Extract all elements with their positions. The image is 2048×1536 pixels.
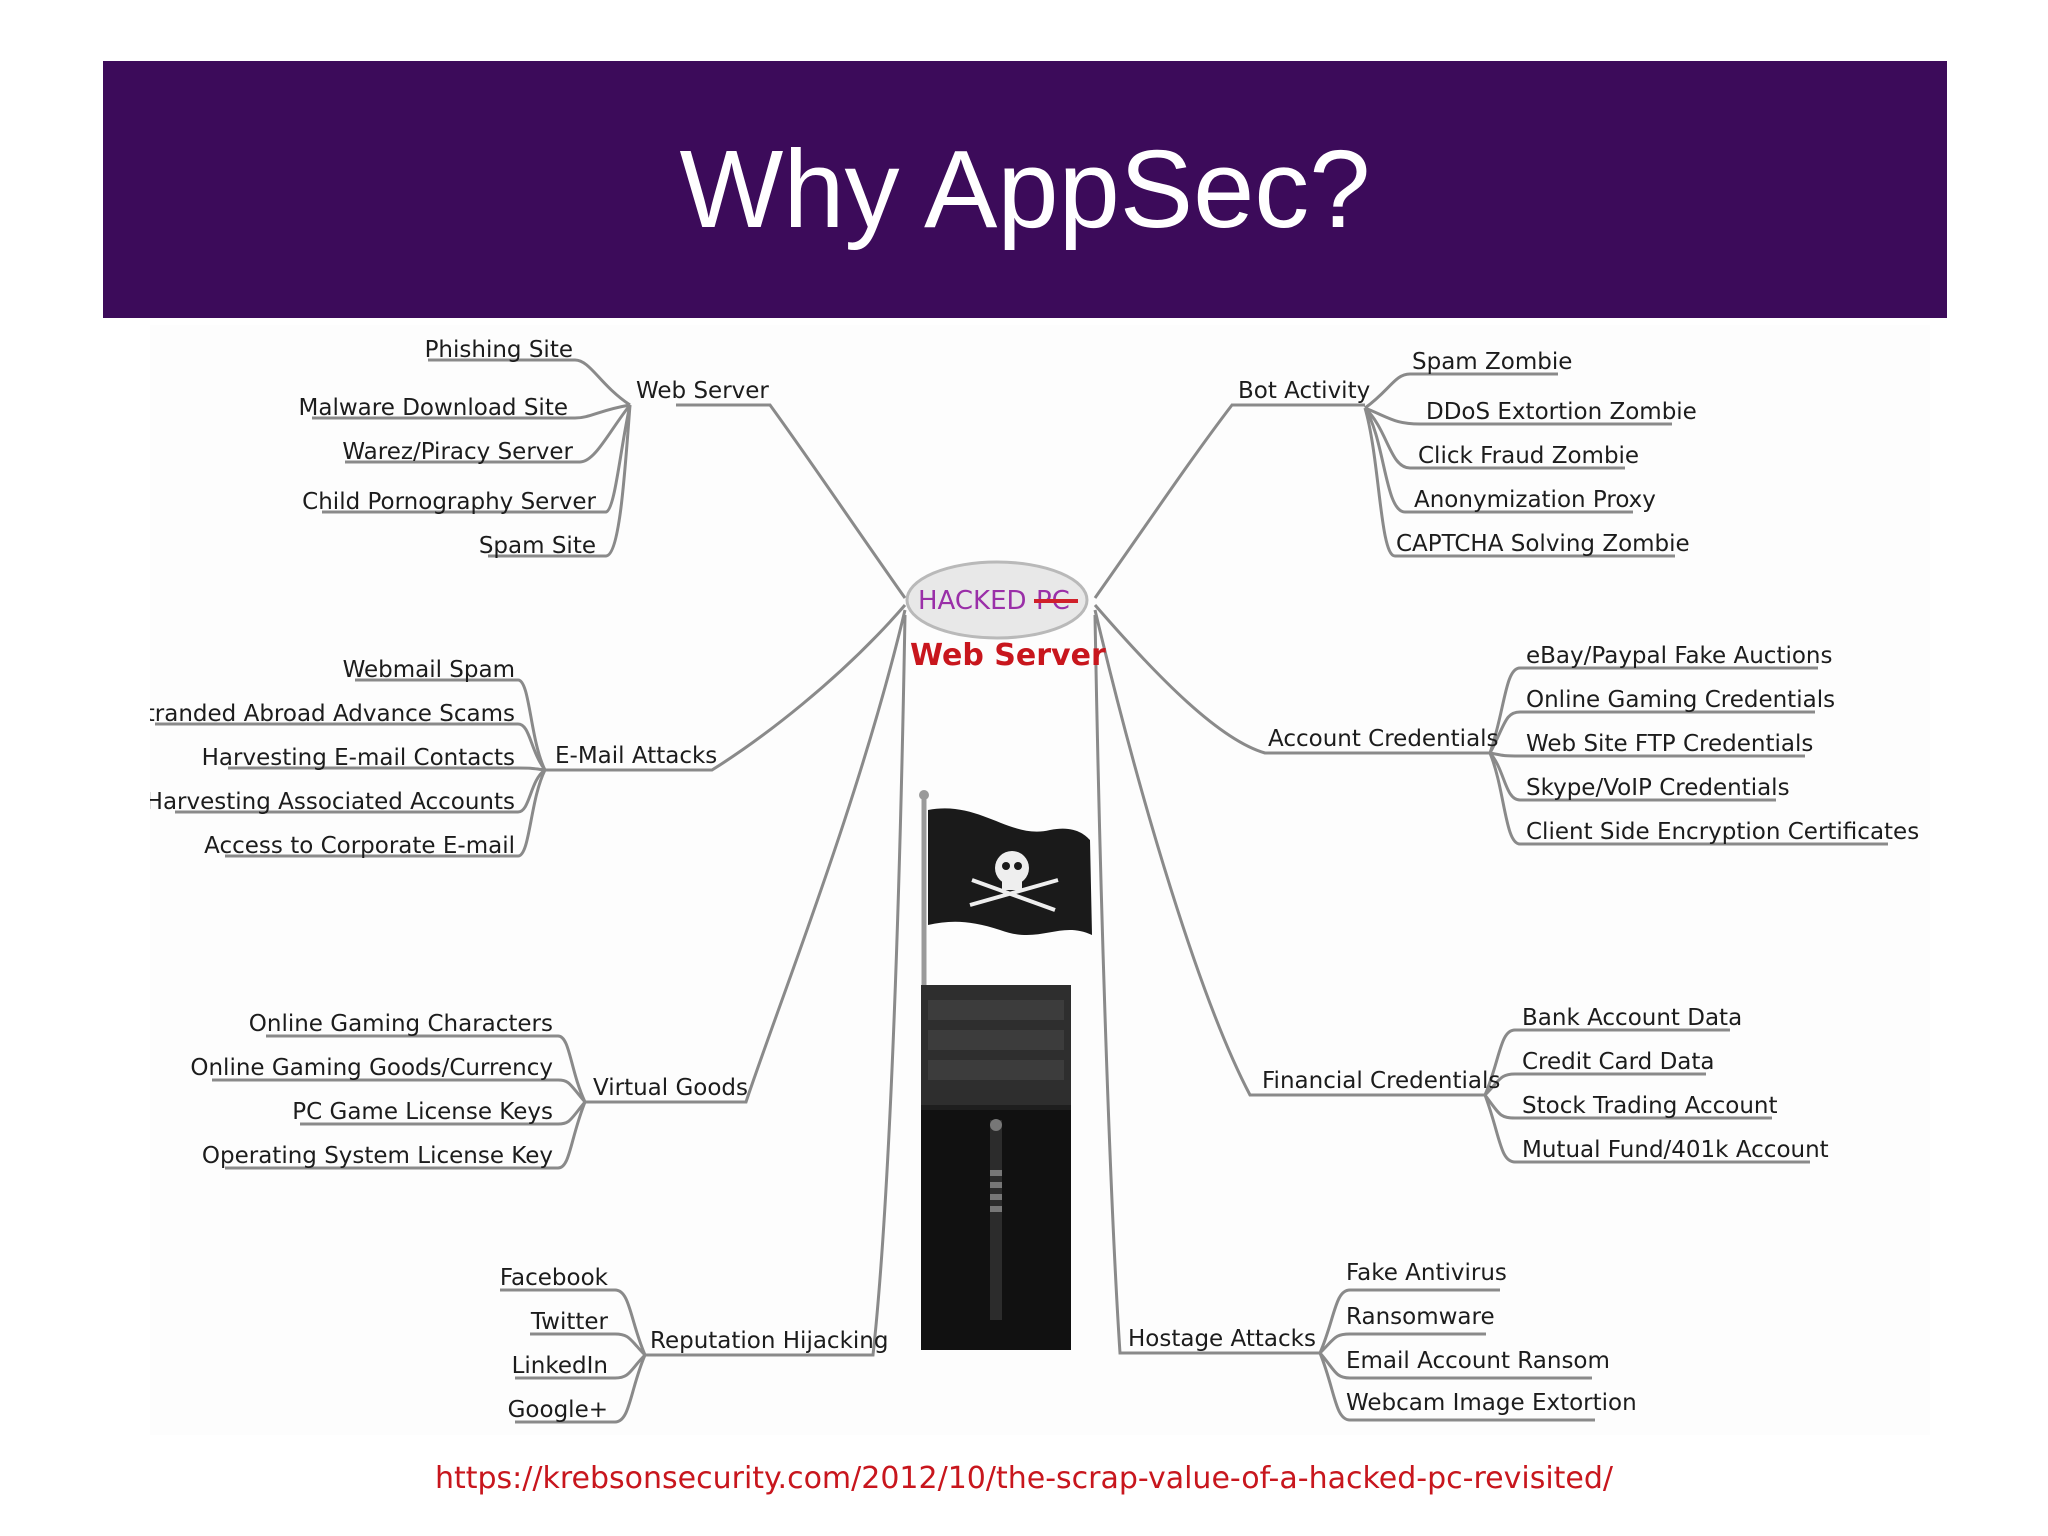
leaf-label: DDoS Extortion Zombie: [1426, 399, 1697, 425]
leaf-label: Facebook: [500, 1265, 609, 1291]
leaf-label: PC Game License Keys: [292, 1099, 553, 1125]
leaf-label: Google+: [508, 1397, 608, 1423]
group-label-hostage-attacks: Hostage Attacks: [1128, 1326, 1316, 1352]
leaf-label: Twitter: [530, 1309, 609, 1335]
leaf-label: Stranded Abroad Advance Scams: [150, 701, 515, 727]
title-banner: Why AppSec?: [103, 61, 1947, 318]
group-label-bot-activity: Bot Activity: [1238, 378, 1370, 404]
leaf-label: Phishing Site: [425, 337, 573, 363]
leaf-label: Stock Trading Account: [1522, 1093, 1778, 1119]
leaf-label: Web Site FTP Credentials: [1526, 731, 1813, 757]
leaf-label: Malware Download Site: [299, 395, 568, 421]
leaf-label: Mutual Fund/401k Account: [1522, 1137, 1829, 1163]
leaf-label: Email Account Ransom: [1346, 1348, 1610, 1374]
hub-ellipse: [905, 560, 1089, 640]
group-label-account-credentials: Account Credentials: [1268, 726, 1499, 752]
hub-link-bot-activity: [1093, 403, 1365, 599]
branch-lines: [155, 358, 1888, 1424]
computer-tower-image: [921, 985, 1071, 1350]
leaf-label: Harvesting Associated Accounts: [150, 789, 515, 815]
mind-map-diagram: HACKED PC Web Server: [150, 325, 1930, 1435]
leaf-label: LinkedIn: [512, 1353, 608, 1379]
leaf-label: Client Side Encryption Certificates: [1526, 819, 1919, 845]
leaf-label: Online Gaming Credentials: [1526, 687, 1835, 713]
leaf-label: Access to Corporate E-mail: [204, 833, 515, 859]
mind-map-svg: HACKED PC Web Server: [150, 337, 1919, 1424]
source-link[interactable]: https://krebsonsecurity.com/2012/10/the-…: [434, 1461, 1614, 1496]
hub-link-web-server: [676, 403, 907, 599]
leaf-label: Spam Site: [479, 533, 596, 559]
leaf-label: Online Gaming Characters: [249, 1011, 553, 1037]
hub-link-virtual-goods: [585, 609, 907, 1104]
leaf-label: Child Pornography Server: [302, 489, 596, 515]
hub-link-hostage-attacks: [1093, 614, 1320, 1355]
leaf-label: Skype/VoIP Credentials: [1526, 775, 1790, 801]
hub-link-account-credentials: [1093, 604, 1490, 755]
group-label-reputation-hijacking: Reputation Hijacking: [650, 1328, 888, 1354]
pirate-flag-image: [919, 790, 1092, 985]
leaf-label: Spam Zombie: [1412, 349, 1572, 375]
leaf-label: CAPTCHA Solving Zombie: [1396, 531, 1690, 557]
leaf-label: Webmail Spam: [343, 657, 515, 683]
hub-link-financial-credentials: [1093, 609, 1485, 1097]
leaf-label: Anonymization Proxy: [1414, 487, 1656, 513]
group-label-web-server: Web Server: [636, 378, 769, 404]
leaf-label: Bank Account Data: [1522, 1005, 1742, 1031]
leaf-label: eBay/Paypal Fake Auctions: [1526, 643, 1833, 669]
hub-hacked-label: HACKED: [918, 586, 1027, 616]
leaf-label: Operating System License Key: [202, 1143, 553, 1169]
hub-web-server-label: Web Server: [910, 638, 1106, 673]
leaf-label: Webcam Image Extortion: [1346, 1390, 1637, 1416]
group-label-virtual-goods: Virtual Goods: [593, 1075, 748, 1101]
group-label-email-attacks: E-Mail Attacks: [555, 743, 717, 769]
group-label-financial-credentials: Financial Credentials: [1262, 1068, 1500, 1094]
hub-link-reputation-hijacking: [645, 614, 907, 1357]
leaf-label: Fake Antivirus: [1346, 1260, 1507, 1286]
leaf-label: Credit Card Data: [1522, 1049, 1715, 1075]
leaf-label: Harvesting E-mail Contacts: [202, 745, 515, 771]
leaf-label: Warez/Piracy Server: [342, 439, 573, 465]
hub-link-email-attacks: [545, 604, 907, 772]
slide-title: Why AppSec?: [679, 128, 1371, 251]
leaf-label: Click Fraud Zombie: [1418, 443, 1639, 469]
leaf-label: Online Gaming Goods/Currency: [190, 1055, 553, 1081]
leaf-label: Ransomware: [1346, 1304, 1495, 1330]
